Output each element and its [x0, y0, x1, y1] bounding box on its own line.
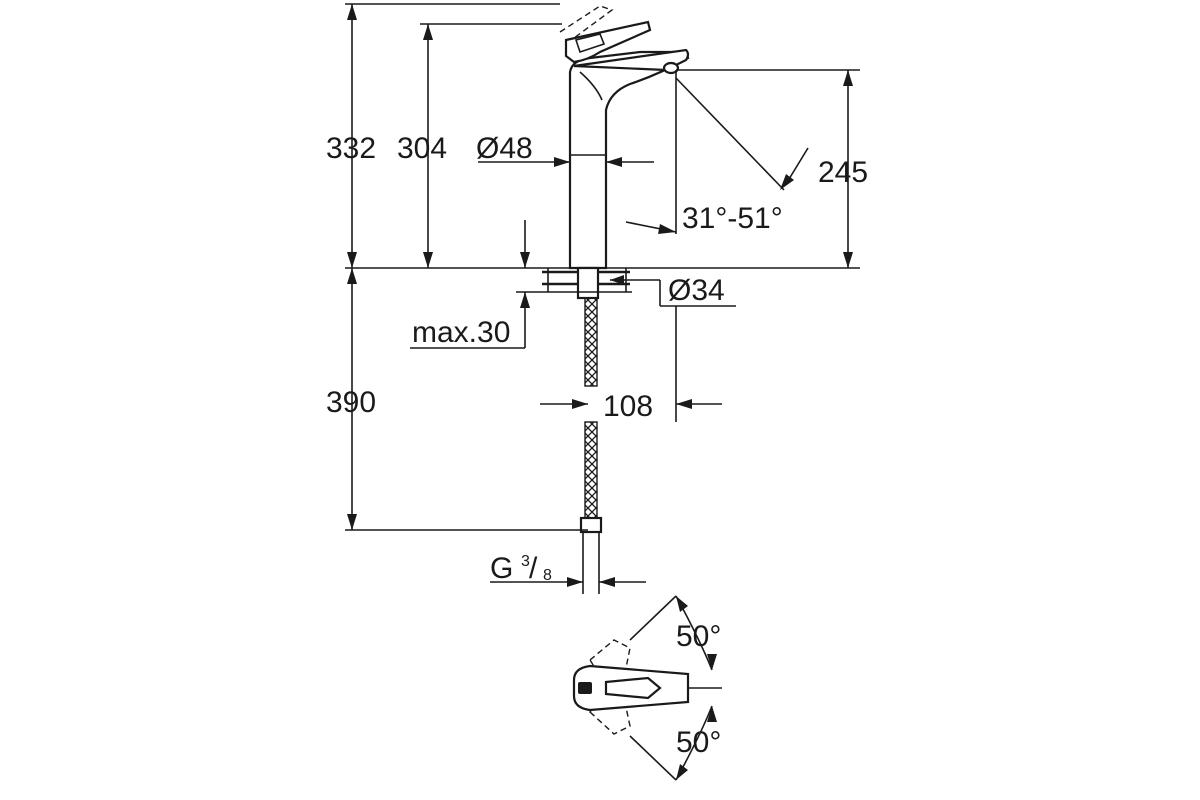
- label-hose-length: 390: [326, 386, 376, 419]
- lever: [564, 20, 652, 64]
- label-thread-num: 3: [521, 553, 530, 570]
- label-body-height: 304: [397, 132, 447, 165]
- label-lever-angle-bottom: 50°: [676, 726, 721, 759]
- label-spout-reach: 108: [603, 390, 653, 423]
- dim-body-height: [420, 23, 562, 268]
- label-max-deck: max.30: [412, 316, 510, 349]
- label-spout-height: 245: [818, 156, 868, 189]
- dim-spout-height: [676, 69, 860, 268]
- label-base-diameter: Ø34: [668, 274, 725, 307]
- aerator: [662, 61, 680, 75]
- faucet-body: [559, 5, 690, 270]
- dim-swivel-angle: [625, 70, 809, 234]
- dim-max-deck: [410, 220, 540, 349]
- label-lever-angle-top: 50°: [676, 620, 721, 653]
- dim-base-diameter: [610, 275, 736, 307]
- dim-total-height: [345, 3, 560, 268]
- dim-body-diameter: [478, 157, 654, 167]
- dim-spout-reach: [540, 306, 722, 422]
- label-total-height: 332: [326, 132, 376, 165]
- connection-hose: [579, 297, 603, 594]
- label-thread-main: G: [490, 552, 513, 585]
- label-body-diameter: Ø48: [476, 132, 533, 165]
- label-thread-den: 8: [543, 567, 552, 584]
- dim-hose-length: [345, 268, 588, 531]
- lever-top-view: [572, 595, 722, 781]
- mounting-assembly: [540, 266, 632, 300]
- label-swivel-angle: 31°-51°: [682, 202, 783, 235]
- dim-connection-thread: [490, 577, 646, 587]
- label-thread-slash: /: [529, 552, 538, 585]
